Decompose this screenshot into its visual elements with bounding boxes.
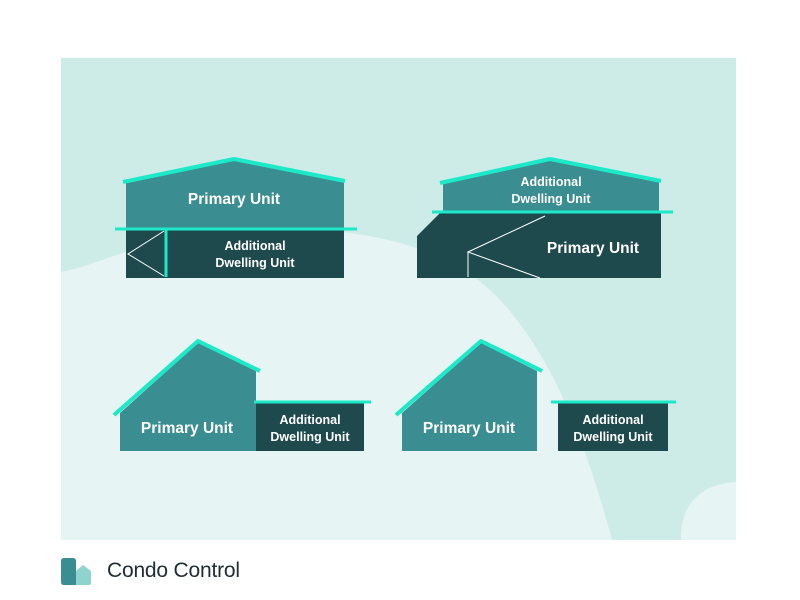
adu-label-line2: Dwelling Unit — [573, 430, 653, 444]
primary-unit-label: Primary Unit — [547, 240, 639, 257]
primary-unit-block — [126, 160, 344, 229]
diagram-adu-below-primary: Primary Unit Additional Dwelling Unit — [115, 157, 357, 278]
adu-label-line1: Additional — [582, 413, 643, 427]
adu-label-line2: Dwelling Unit — [511, 192, 591, 206]
adu-label-line1: Additional — [520, 175, 581, 189]
brand-name: Condo Control — [107, 559, 240, 582]
diagram-adu-above-primary: Additional Dwelling Unit Primary Unit — [417, 157, 673, 279]
background-light-blob — [61, 228, 612, 540]
diagram-detached-adu: Primary Unit Additional Dwelling Unit — [394, 339, 676, 451]
adu-label-line1: Additional — [279, 413, 340, 427]
adu-unit-block — [256, 403, 364, 451]
primary-unit-block — [417, 212, 661, 278]
primary-unit-block — [120, 343, 256, 451]
roof-line — [122, 157, 346, 184]
primary-unit-label: Primary Unit — [423, 420, 515, 437]
roof-line — [112, 339, 261, 417]
adu-label-line2: Dwelling Unit — [270, 430, 350, 444]
adu-unit-block — [443, 160, 659, 212]
primary-unit-label: Primary Unit — [188, 191, 280, 208]
adu-unit-block — [126, 229, 344, 278]
primary-unit-block — [402, 343, 537, 451]
primary-unit-label: Primary Unit — [141, 420, 233, 437]
condo-control-logo-icon — [61, 558, 91, 585]
stair-lines — [466, 215, 546, 279]
diagram-attached-adu: Primary Unit Additional Dwelling Unit — [112, 339, 371, 451]
roof-line — [394, 339, 543, 417]
adu-label-line2: Dwelling Unit — [215, 256, 295, 270]
door-swing-lines — [127, 230, 165, 277]
adu-unit-block — [558, 403, 668, 451]
adu-label-line1: Additional — [224, 239, 285, 253]
roof-line — [439, 157, 662, 185]
background-corner-blob — [680, 482, 736, 540]
